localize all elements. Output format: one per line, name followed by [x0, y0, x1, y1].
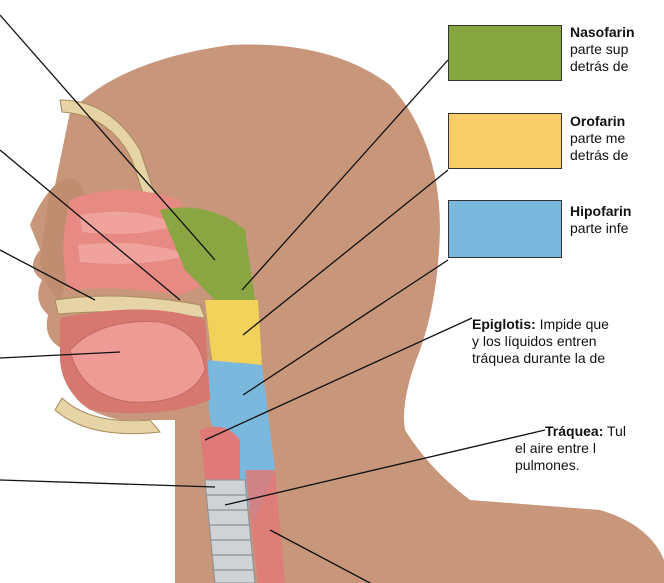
traquea-line1: Tul [603, 423, 626, 439]
oropharynx-label: Orofarin parte me detrás de [570, 113, 628, 164]
larynx [200, 427, 240, 480]
traquea-line3: pulmones. [515, 457, 580, 473]
hypopharynx-label: Hipofarin parte infe [570, 203, 631, 237]
oropharynx-title: Orofarin [570, 113, 625, 129]
epiglotis-line3: tráquea durante la de [472, 350, 605, 366]
oropharynx-region [205, 300, 262, 365]
epiglotis-title: Epiglotis: [472, 316, 536, 332]
oropharynx-line2: parte me [570, 130, 625, 146]
traquea-label: Tráquea: Tul el aire entre l pulmones. [545, 423, 626, 474]
nasopharynx-swatch [448, 25, 562, 81]
oropharynx-line3: detrás de [570, 147, 628, 163]
nasopharynx-label: Nasofarin parte sup detrás de [570, 24, 635, 75]
hypopharynx-swatch [448, 200, 562, 258]
nasopharynx-title: Nasofarin [570, 24, 635, 40]
epiglotis-line2: y los líquidos entren [472, 333, 597, 349]
oropharynx-swatch [448, 113, 562, 169]
nasopharynx-line3: detrás de [570, 58, 628, 74]
traquea-title: Tráquea: [545, 423, 603, 439]
traquea-line2: el aire entre l [515, 440, 596, 456]
nasopharynx-line2: parte sup [570, 41, 628, 57]
hypopharynx-title: Hipofarin [570, 203, 631, 219]
epiglotis-line1: Impide que [536, 316, 609, 332]
epiglotis-label: Epiglotis: Impide que y los líquidos ent… [472, 316, 609, 367]
hypopharynx-line2: parte infe [570, 220, 628, 236]
